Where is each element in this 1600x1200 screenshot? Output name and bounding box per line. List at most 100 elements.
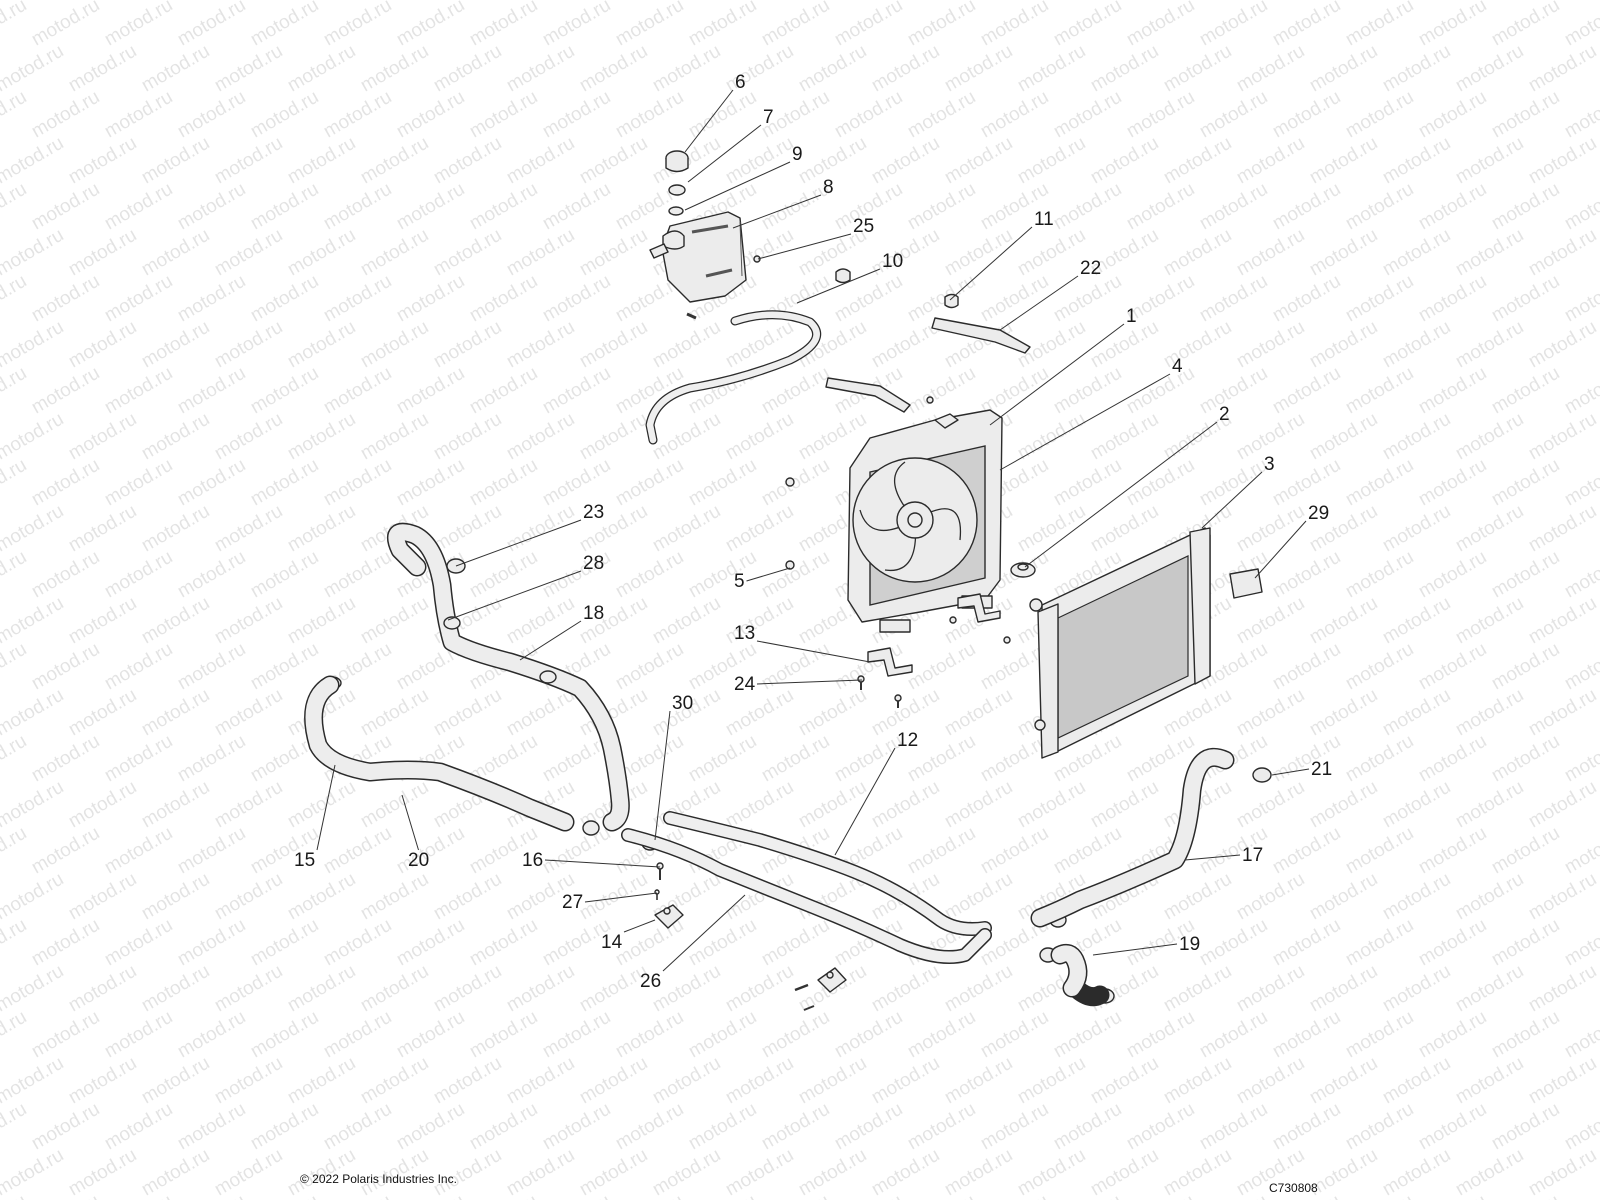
- watermark-text: motod.ru: [612, 0, 687, 50]
- watermark-text: motod.ru: [904, 0, 979, 50]
- watermark-text: motod.ru: [430, 961, 505, 1017]
- watermark-text: motod.ru: [576, 409, 651, 465]
- watermark-text: motod.ru: [1561, 639, 1600, 695]
- callout-9: 9: [684, 144, 803, 211]
- watermark-text: motod.ru: [1415, 1191, 1490, 1200]
- watermark-text: motod.ru: [1452, 777, 1527, 833]
- watermark-text: motod.ru: [868, 777, 943, 833]
- callout-number: 3: [1264, 454, 1275, 475]
- watermark-text: motod.ru: [28, 823, 103, 879]
- watermark-text: motod.ru: [904, 639, 979, 695]
- watermark-text: motod.ru: [503, 961, 578, 1017]
- watermark-text: motod.ru: [941, 225, 1016, 281]
- cap-gasket: [668, 184, 686, 196]
- callout-number: 22: [1080, 258, 1101, 279]
- watermark-text: motod.ru: [101, 179, 176, 235]
- leader-line: [684, 89, 734, 153]
- watermark-text: motod.ru: [612, 87, 687, 143]
- watermark-text: motod.ru: [65, 409, 140, 465]
- fan-bracket-lower: [825, 268, 934, 413]
- watermark-text: motod.ru: [393, 915, 468, 971]
- watermark-text: motod.ru: [1123, 455, 1198, 511]
- watermark-text: motod.ru: [1488, 455, 1563, 511]
- watermark-text: motod.ru: [466, 547, 541, 603]
- watermark-text: motod.ru: [211, 1053, 286, 1109]
- watermark-text: motod.ru: [174, 823, 249, 879]
- watermark-text: motod.ru: [211, 869, 286, 925]
- watermark-text: motod.ru: [1196, 1007, 1271, 1063]
- leader-line: [756, 640, 871, 663]
- watermark-text: motod.ru: [612, 455, 687, 511]
- watermark-text: motod.ru: [211, 777, 286, 833]
- watermark-text: motod.ru: [1379, 869, 1454, 925]
- watermark-text: motod.ru: [1379, 777, 1454, 833]
- watermark-text: motod.ru: [247, 87, 322, 143]
- watermark-text: motod.ru: [1379, 133, 1454, 189]
- watermark-text: motod.ru: [941, 961, 1016, 1017]
- watermark-text: motod.ru: [320, 271, 395, 327]
- watermark-text: motod.ru: [65, 225, 140, 281]
- watermark-text: motod.ru: [503, 501, 578, 557]
- watermark-text: motod.ru: [430, 133, 505, 189]
- watermark-text: motod.ru: [1342, 179, 1417, 235]
- watermark-text: motod.ru: [1415, 823, 1490, 879]
- watermark-text: motod.ru: [357, 869, 432, 925]
- watermark-text: motod.ru: [1415, 455, 1490, 511]
- pipe-clamp: [654, 904, 847, 993]
- leader-line: [1271, 768, 1310, 776]
- o-ring: [668, 206, 684, 216]
- watermark-text: motod.ru: [138, 409, 213, 465]
- callout-number: 9: [792, 144, 803, 165]
- watermark-text: motod.ru: [685, 455, 760, 511]
- watermark-text: motod.ru: [722, 777, 797, 833]
- watermark-text: motod.ru: [722, 501, 797, 557]
- watermark-text: motod.ru: [0, 317, 67, 373]
- watermark-text: motod.ru: [65, 501, 140, 557]
- watermark-text: motod.ru: [1415, 179, 1490, 235]
- watermark-text: motod.ru: [1525, 961, 1600, 1017]
- watermark-text: motod.ru: [1123, 1007, 1198, 1063]
- coolant-tube-upper: [663, 811, 992, 936]
- watermark-text: motod.ru: [941, 1053, 1016, 1109]
- watermark-text: motod.ru: [539, 271, 614, 327]
- watermark-text: motod.ru: [1123, 0, 1198, 50]
- callout-13: 13: [734, 623, 871, 663]
- watermark-text: motod.ru: [1269, 1099, 1344, 1155]
- callout-15: 15: [294, 764, 336, 871]
- leader-line: [662, 894, 746, 972]
- watermark-text: motod.ru: [1087, 41, 1162, 97]
- callout-17: 17: [1184, 845, 1263, 866]
- watermark-text: motod.ru: [1050, 1099, 1125, 1155]
- watermark-text: motod.ru: [65, 961, 140, 1017]
- watermark-text: motod.ru: [0, 133, 67, 189]
- callout-26: 26: [640, 894, 746, 992]
- watermark-text: motod.ru: [795, 1145, 870, 1200]
- watermark-text: motod.ru: [174, 179, 249, 235]
- callout-number: 25: [853, 216, 874, 237]
- callout-number: 14: [601, 932, 623, 953]
- watermark-text: motod.ru: [393, 1191, 468, 1200]
- watermark-text: motod.ru: [101, 87, 176, 143]
- watermark-text: motod.ru: [1525, 593, 1600, 649]
- clamp-screw: [654, 862, 815, 1011]
- callout-number: 4: [1172, 356, 1183, 377]
- callout-number: 6: [735, 72, 746, 93]
- watermark-text: motod.ru: [247, 639, 322, 695]
- watermark-text: motod.ru: [0, 915, 30, 971]
- reservoir-screw: [686, 255, 761, 320]
- watermark-text: motod.ru: [795, 41, 870, 97]
- watermark-text: motod.ru: [1014, 133, 1089, 189]
- watermark-text: motod.ru: [174, 915, 249, 971]
- watermark-text: motod.ru: [904, 87, 979, 143]
- watermark-text: motod.ru: [101, 823, 176, 879]
- watermark-text: motod.ru: [1050, 0, 1125, 50]
- watermark-text: motod.ru: [1561, 731, 1600, 787]
- watermark-text: motod.ru: [101, 0, 176, 50]
- watermark-text: motod.ru: [1269, 179, 1344, 235]
- watermark-text: motod.ru: [320, 363, 395, 419]
- watermark-text: motod.ru: [1488, 915, 1563, 971]
- watermark-text: motod.ru: [503, 317, 578, 373]
- watermark-text: motod.ru: [1452, 1145, 1527, 1200]
- watermark-text: motod.ru: [1269, 363, 1344, 419]
- watermark-text: motod.ru: [174, 0, 249, 50]
